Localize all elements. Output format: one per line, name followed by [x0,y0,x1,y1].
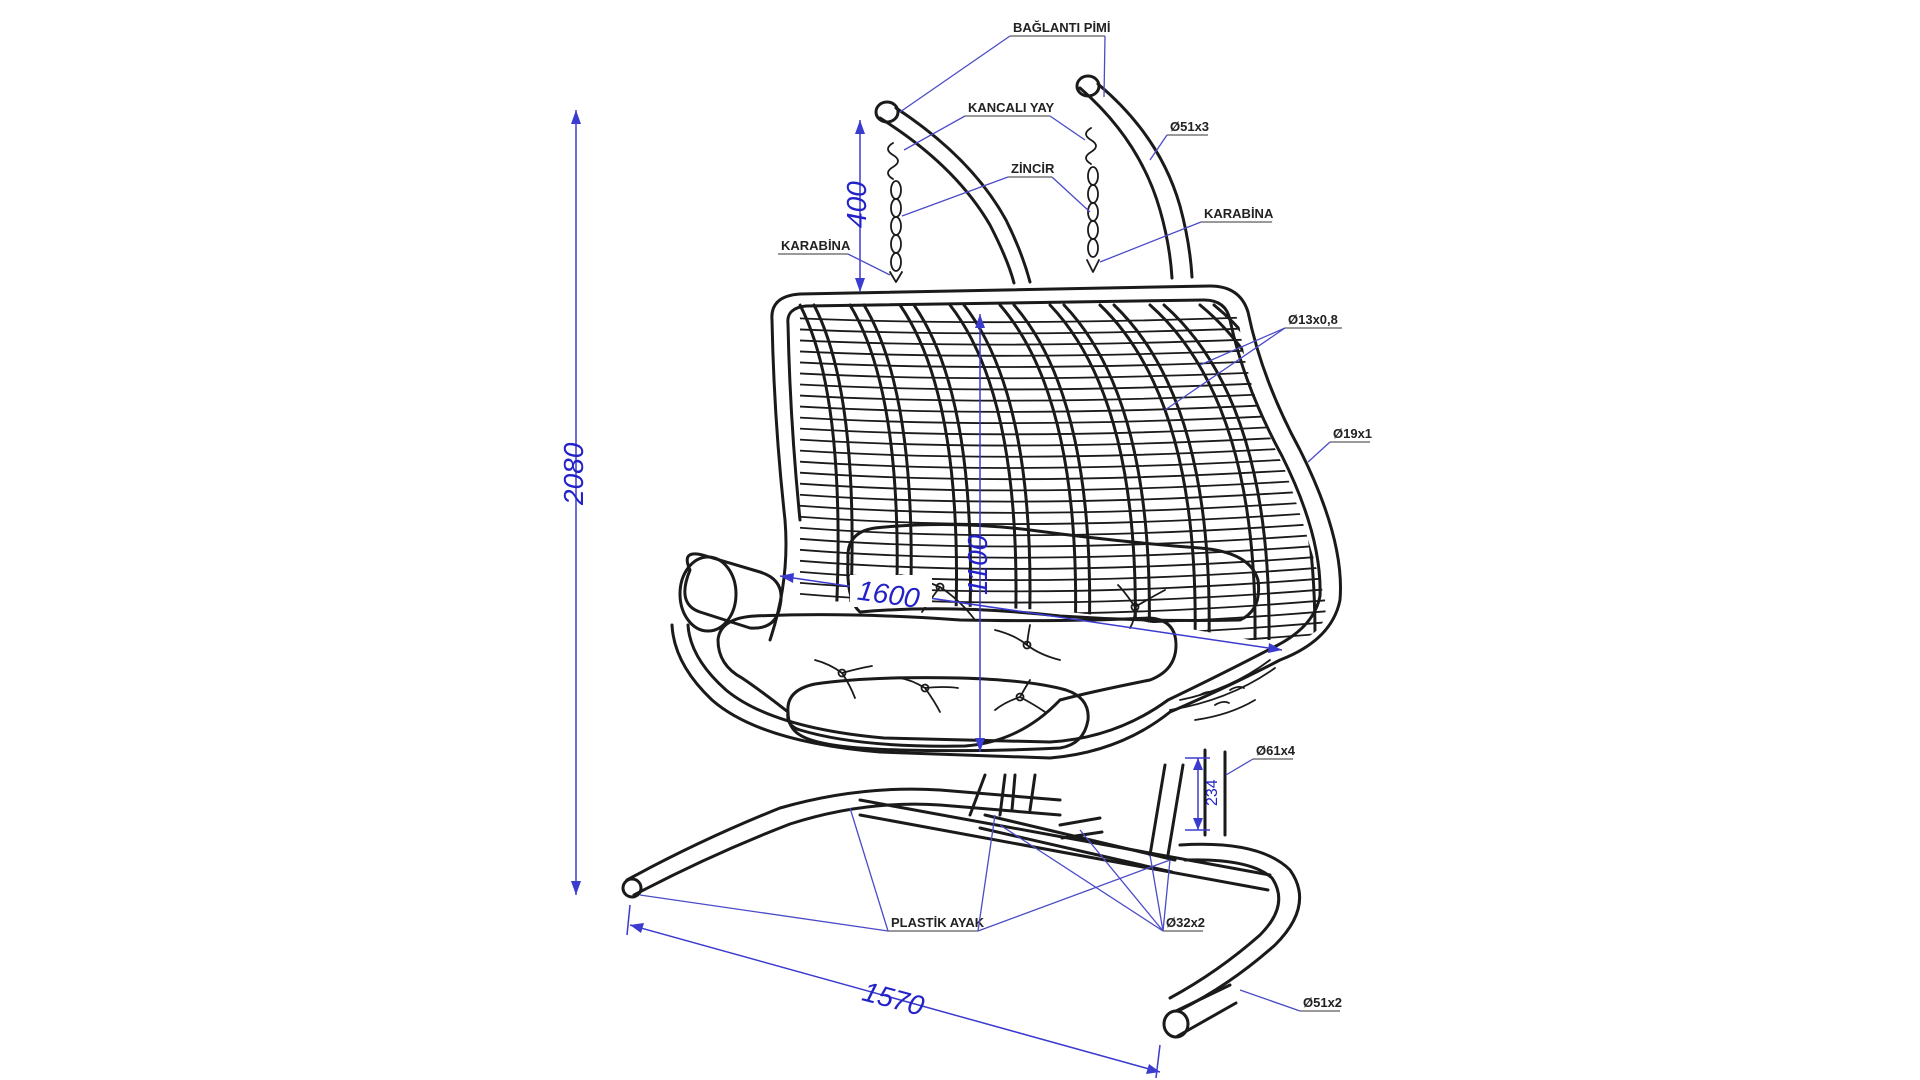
dim-1570: 1570 [859,976,928,1022]
weave-strand [796,522,1326,537]
weave-strand [796,324,1326,335]
weave-strand [796,500,1326,514]
dimension-leg-gap: 234 [1185,757,1221,831]
weave-rib [1162,303,1271,640]
left-chain [887,142,903,283]
weave-strand [796,467,1326,481]
weave-rib [912,303,973,640]
weave-rib [1012,303,1092,640]
label-plastik-ayak: PLASTİK AYAK [891,915,985,930]
weave-strand [796,621,1326,638]
weave-strand [796,423,1326,436]
weave-strand [796,412,1326,424]
weave-strand [796,489,1326,503]
label-karabina-left: KARABİNA [781,238,851,253]
weave-strand [796,445,1326,458]
weave-rib [1148,303,1257,640]
weave-rib [1112,303,1211,640]
weave-strand [796,544,1326,559]
weave-rib [1098,303,1197,640]
weave-rib [1048,303,1137,640]
weave-rib [948,303,1018,640]
weave-strand [796,401,1326,413]
cushions [678,522,1261,753]
right-pin [1075,74,1101,98]
weave-strand [796,456,1326,469]
weave-rib [898,303,959,640]
dim-234: 234 [1204,779,1221,806]
weave-strand [796,533,1326,548]
dimension-chain: 400 [841,120,872,292]
label-d51x3: Ø51x3 [1170,119,1209,134]
weave-rib [798,303,840,640]
label-d61x4: Ø61x4 [1256,743,1296,758]
label-zincir: ZİNCİR [1011,161,1055,176]
dim-400: 400 [841,181,872,228]
dimension-seat-height: 1100 [962,314,993,752]
dimension-total-height: 2080 [558,110,589,895]
label-d13x08: Ø13x0,8 [1288,312,1338,327]
label-d51x2: Ø51x2 [1303,995,1342,1010]
weave-strand [796,511,1326,525]
label-karabina-right: KARABİNA [1204,206,1274,221]
weave-rib [962,303,1032,640]
weave-strand [796,390,1326,402]
weave-strand [796,357,1326,368]
right-chain [1085,127,1100,273]
side-weave [1169,659,1276,721]
label-baglanti-pimi: BAĞLANTI PİMİ [1013,20,1111,35]
callouts: BAĞLANTI PİMİ KANCALI YAY ZİNCİR KARABİN… [639,20,1372,1012]
weave-rib [1062,303,1151,640]
weave-strand [796,379,1326,391]
left-pin [874,100,900,124]
dim-1100: 1100 [962,534,993,595]
label-d19x1: Ø19x1 [1333,426,1372,441]
label-kancali-yay: KANCALI YAY [968,100,1055,115]
left-foot-cap [621,877,643,899]
stand [621,748,1302,1039]
weave-rib [998,303,1078,640]
weave-strand [796,368,1326,380]
weave-strand [796,478,1326,492]
label-d32x2: Ø32x2 [1166,915,1205,930]
dim-2080: 2080 [558,442,589,506]
